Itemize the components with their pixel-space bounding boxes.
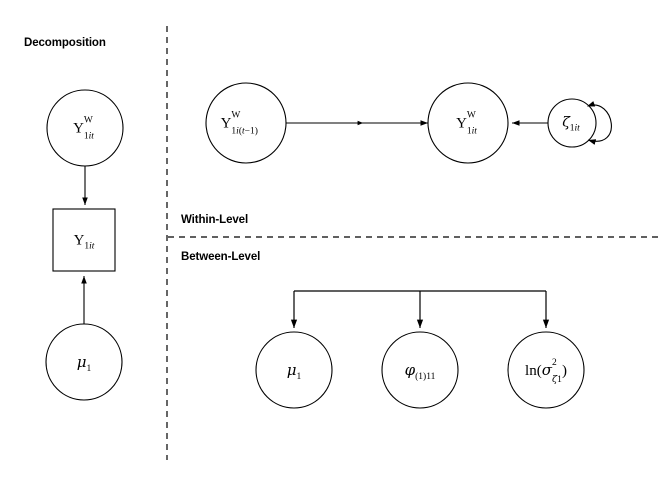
panel-title-decomposition: Decomposition: [24, 37, 106, 49]
edge-zeta-variance-self-loop: [586, 101, 612, 145]
node-phi-11[interactable]: [381, 331, 459, 409]
node-yw-current[interactable]: [427, 82, 509, 164]
node-mu1-between[interactable]: [255, 331, 333, 409]
node-y-observed[interactable]: [52, 208, 116, 272]
node-ln-sigma2-zeta1[interactable]: [507, 331, 585, 409]
label-mu1-decomp: μ1: [76, 353, 92, 374]
panel-title-within-level: Within-Level: [181, 214, 249, 226]
panel-title-between-level: Between-Level: [181, 251, 261, 263]
label-y-observed: Y1it: [73, 232, 95, 252]
node-mu1-decomp[interactable]: [45, 323, 123, 401]
label-zeta-1it: ζ1it: [562, 114, 580, 134]
label-mu1-between: μ1: [286, 361, 302, 382]
label-phi-11: φ(1)11: [404, 361, 436, 382]
